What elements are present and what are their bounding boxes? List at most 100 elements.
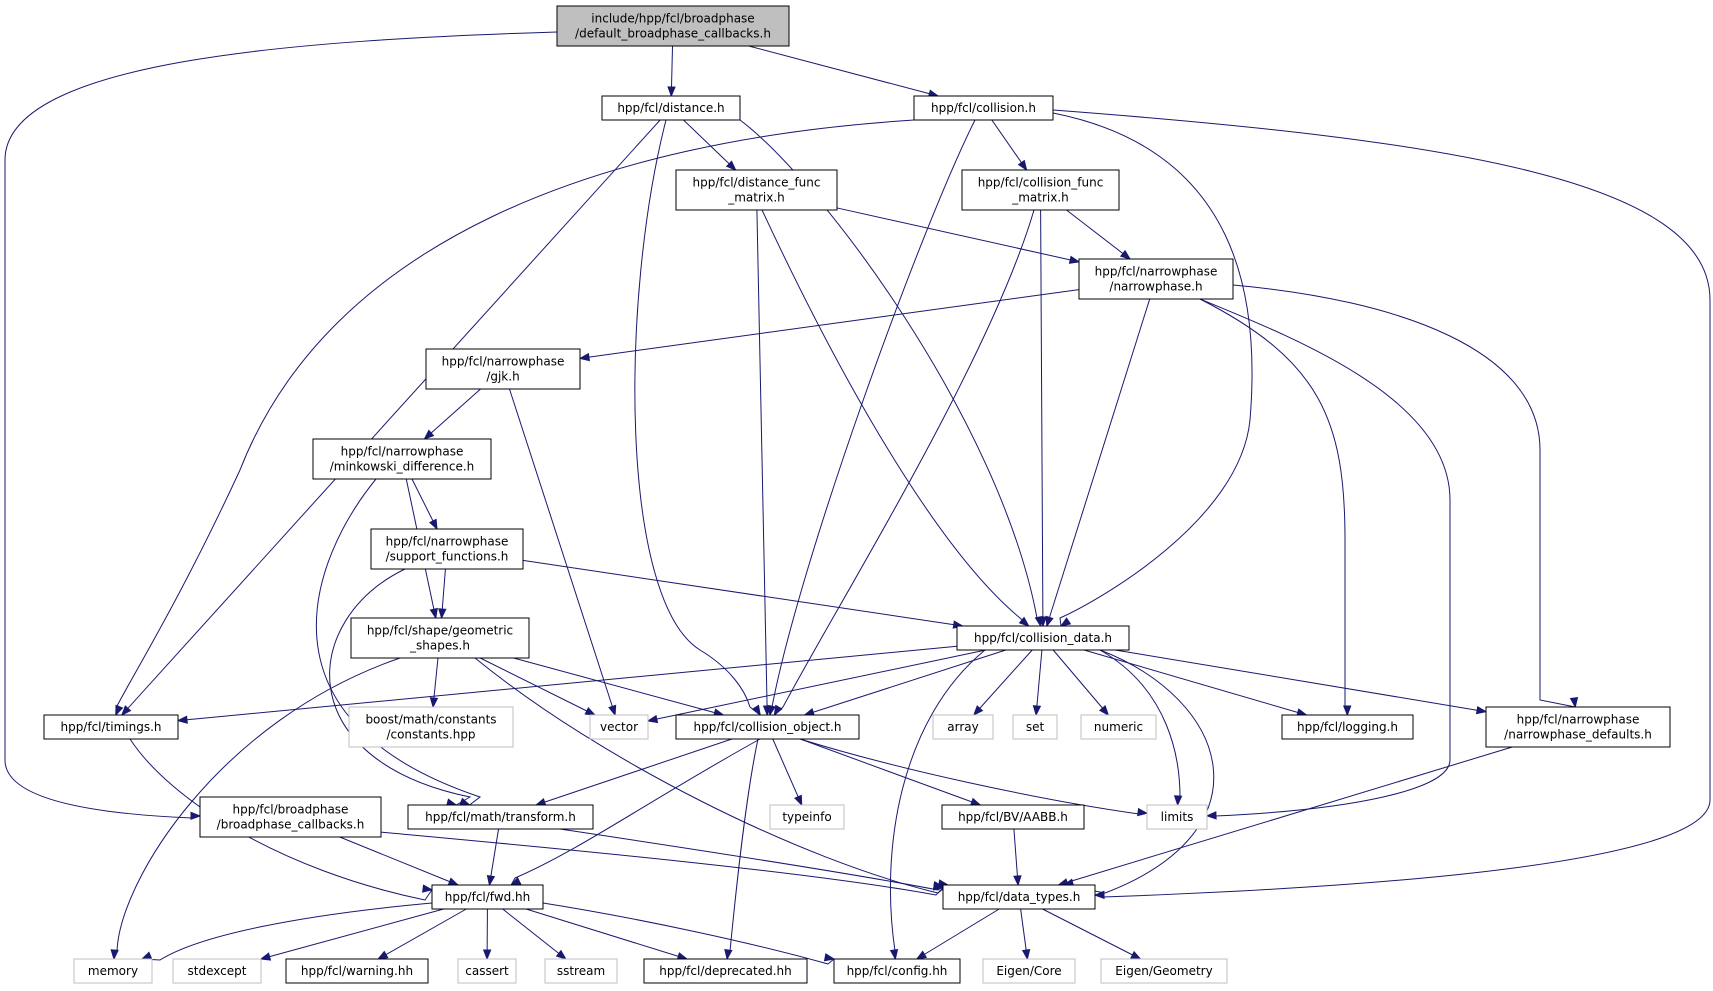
node-fwd[interactable]: hpp/fcl/fwd.hh [431, 884, 544, 910]
edge-collision_data-to-array [972, 649, 1033, 717]
edge-support-to-collision_data [522, 559, 965, 629]
node-label: Eigen/Geometry [1115, 964, 1212, 978]
edge-narrowphase-to-gjk [578, 289, 1080, 362]
node-label: hpp/fcl/distance.h [617, 101, 724, 115]
edge-collision_data-to-vector [646, 649, 986, 724]
node-eigen-core: Eigen/Core [982, 958, 1076, 984]
edge-narrowphase-to-collision_data [1045, 298, 1151, 628]
node-support[interactable]: hpp/fcl/narrowphase/support_functions.h [370, 528, 524, 570]
node-label: hpp/fcl/BV/AABB.h [958, 810, 1068, 824]
node-set: set [1012, 714, 1058, 740]
edge-narrowphase-to-logging [1199, 298, 1352, 717]
node-label: /default_broadphase_callbacks.h [575, 27, 771, 41]
node-logging[interactable]: hpp/fcl/logging.h [1281, 714, 1414, 740]
node-distance-func-matrix[interactable]: hpp/fcl/distance_func_matrix.h [675, 169, 838, 211]
node-narrowphase[interactable]: hpp/fcl/narrowphase/narrowphase.h [1078, 258, 1234, 300]
node-label: cassert [465, 964, 509, 978]
node-label: /gjk.h [486, 370, 519, 384]
node-distance[interactable]: hpp/fcl/distance.h [601, 95, 741, 121]
edge-collision_func_matrix-to-collision_data [1038, 209, 1048, 628]
node-label: array [947, 720, 978, 734]
edge-collision_data-to-config [889, 649, 986, 961]
node-gjk[interactable]: hpp/fcl/narrowphase/gjk.h [425, 348, 581, 390]
node-transform[interactable]: hpp/fcl/math/transform.h [407, 804, 594, 830]
edge-fwd-to-stdexcept [259, 908, 444, 961]
node-label: stdexcept [188, 964, 247, 978]
edge-collision-to-timings [115, 119, 915, 717]
node-label: hpp/fcl/collision_object.h [694, 720, 842, 734]
edge-geometric-to-memory [110, 657, 401, 961]
node-config[interactable]: hpp/fcl/config.hh [833, 958, 961, 984]
edge-transform-to-fwd [486, 828, 500, 887]
node-label: Eigen/Core [996, 964, 1061, 978]
node-label: vector [600, 720, 638, 734]
edge-collision_data-to-timings [176, 645, 958, 724]
node-label: /narrowphase_defaults.h [1504, 728, 1652, 742]
edge-distance_func_matrix-to-collision_object [756, 209, 772, 717]
node-label: hpp/fcl/narrowphase [341, 445, 464, 459]
node-label: typeinfo [782, 810, 831, 824]
edge-collision_data-to-data_types [1062, 649, 1215, 894]
edge-bp_callbacks-to-fwd [339, 836, 460, 886]
node-label: hpp/fcl/warning.hh [301, 964, 413, 978]
node-label: hpp/fcl/fwd.hh [445, 890, 531, 904]
edge-support-to-transform [329, 568, 472, 807]
node-minkowski[interactable]: hpp/fcl/narrowphase/minkowski_difference… [312, 438, 492, 480]
edge-collision_data-to-np_defaults [1115, 649, 1488, 715]
node-geometric[interactable]: hpp/fcl/shape/geometric_shapes.h [350, 617, 530, 659]
node-warning[interactable]: hpp/fcl/warning.hh [285, 958, 429, 984]
node-deprecated[interactable]: hpp/fcl/deprecated.hh [643, 958, 808, 984]
edge-distance_func_matrix-to-collision_data [761, 209, 1030, 627]
node-label: /narrowphase.h [1109, 280, 1202, 294]
edge-minkowski-to-support [411, 478, 438, 531]
edge-root-to-bp_callbacks [4, 31, 558, 821]
edge-narrowphase-to-np_defaults [1232, 284, 1579, 709]
node-label: boost/math/constants [365, 713, 496, 727]
edge-fwd-to-cassert [482, 908, 492, 961]
node-label: hpp/fcl/deprecated.hh [659, 964, 791, 978]
node-label: memory [88, 964, 138, 978]
node-label: hpp/fcl/data_types.h [958, 890, 1081, 904]
edge-data_types-to-eigen_core [1020, 908, 1031, 961]
node-boost-constants: boost/math/constants/constants.hpp [348, 706, 514, 748]
node-label: hpp/fcl/distance_func [693, 176, 821, 190]
node-label: hpp/fcl/logging.h [1297, 720, 1398, 734]
node-memory: memory [73, 958, 153, 984]
node-label: hpp/fcl/collision_data.h [974, 631, 1112, 645]
edge-collision_data-to-collision_object [803, 649, 1007, 717]
edge-distance-to-collision_object [634, 119, 761, 717]
edge-collision_func_matrix-to-collision_object [773, 209, 1035, 717]
node-aabb[interactable]: hpp/fcl/BV/AABB.h [941, 804, 1085, 830]
node-collision-object[interactable]: hpp/fcl/collision_object.h [675, 714, 860, 740]
node-np-defaults[interactable]: hpp/fcl/narrowphase/narrowphase_defaults… [1485, 706, 1671, 748]
edge-gjk-to-vector [509, 388, 617, 717]
node-root[interactable]: include/hpp/fcl/broadphase/default_broad… [556, 5, 790, 47]
edge-fwd-to-config [542, 902, 836, 965]
node-label: hpp/fcl/narrowphase [1095, 265, 1218, 279]
node-label: hpp/fcl/collision_func [978, 176, 1104, 190]
header-nodes: include/hpp/fcl/broadphase/default_broad… [43, 5, 1671, 984]
node-timings[interactable]: hpp/fcl/timings.h [43, 714, 179, 740]
edge-collision_object-to-deprecated [724, 738, 759, 961]
node-vector: vector [589, 714, 649, 740]
edge-collision_data-to-limits [1099, 649, 1183, 807]
node-label: limits [1161, 810, 1194, 824]
node-stdexcept: stdexcept [172, 958, 262, 984]
node-cassert: cassert [457, 958, 517, 984]
edge-data_types-to-config [915, 908, 1000, 960]
edge-collision-to-collision_func_matrix [991, 119, 1028, 172]
node-collision-data[interactable]: hpp/fcl/collision_data.h [956, 625, 1130, 651]
node-bp-callbacks[interactable]: hpp/fcl/broadphase/broadphase_callbacks.… [199, 796, 382, 838]
edge-fwd-to-sstream [502, 908, 567, 960]
node-collision-func-matrix[interactable]: hpp/fcl/collision_func_matrix.h [961, 169, 1120, 211]
node-data-types[interactable]: hpp/fcl/data_types.h [942, 884, 1096, 910]
edge-aabb-to-data_types [1013, 828, 1022, 887]
edge-collision_func_matrix-to-narrowphase [1066, 209, 1132, 260]
edge-data_types-to-eigen_geometry [1042, 908, 1142, 960]
node-typeinfo: typeinfo [769, 804, 845, 830]
node-collision[interactable]: hpp/fcl/collision.h [913, 95, 1054, 121]
node-label: hpp/fcl/narrowphase [442, 355, 565, 369]
node-label: hpp/fcl/narrowphase [386, 535, 509, 549]
edge-collision_object-to-typeinfo [772, 738, 803, 807]
